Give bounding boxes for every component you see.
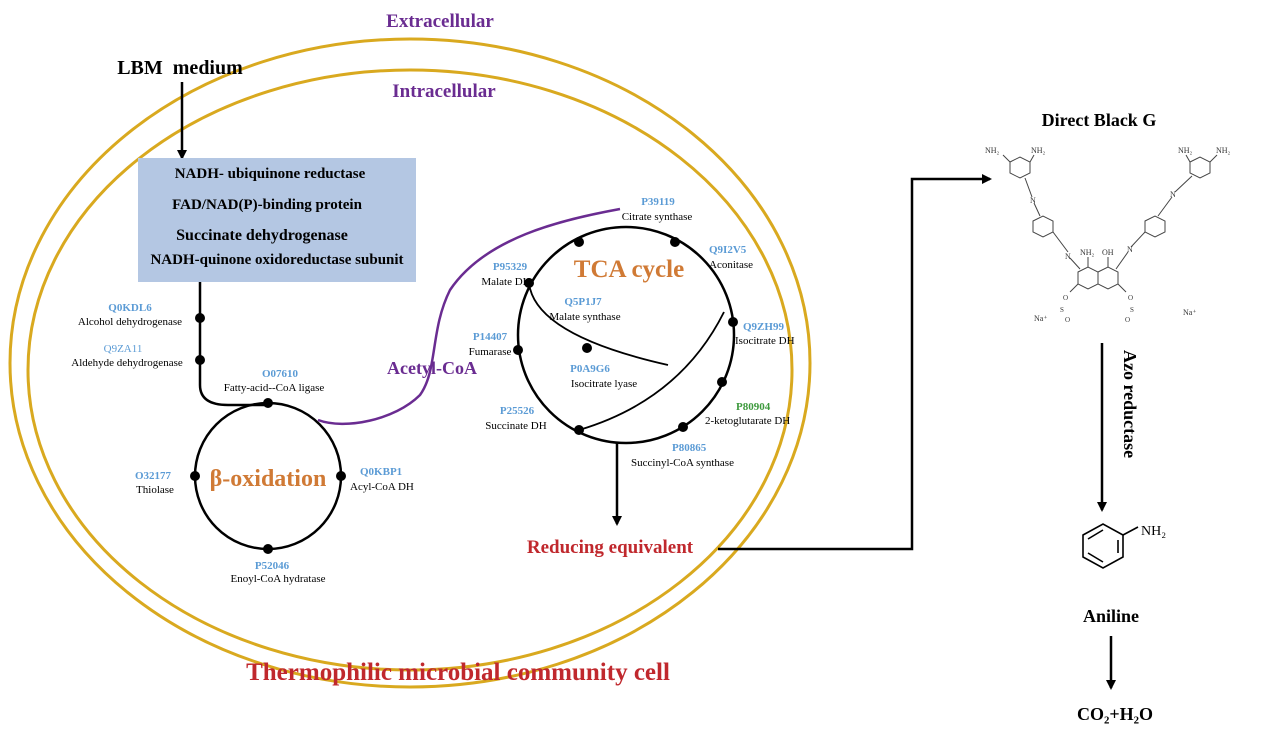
p0a9g6-name: Isocitrate lyase [571, 378, 637, 390]
q9zh99-name: Isocitrate DH [735, 335, 795, 347]
branch-node-q9za11 [195, 355, 205, 365]
dye-n-1: N [1030, 196, 1036, 205]
svg-text:O: O [1065, 316, 1070, 324]
svg-text:S: S [1130, 306, 1134, 314]
direct-black-g-title: Direct Black G [1042, 110, 1157, 130]
complex-line-3: Succinate dehydrogenase [176, 227, 348, 244]
acetyl-coa-path [317, 207, 621, 426]
q0kbp1-name: Acyl-CoA DH [350, 481, 414, 493]
outer-membrane [8, 37, 812, 689]
complex-line-4: NADH-quinone oxidoreductase subunit [150, 252, 403, 268]
svg-text:O: O [1125, 316, 1130, 324]
q0kdl6-id: Q0KDL6 [108, 302, 152, 314]
p52046-name: Enoyl-CoA hydratase [230, 573, 325, 585]
glyoxylate-shunt-lower [578, 311, 725, 431]
beta-node-o32177 [190, 471, 200, 481]
dye-oh: OH [1102, 248, 1114, 257]
lbm-medium-label: LBM medium [117, 57, 243, 79]
tca-node-p80904 [717, 377, 727, 387]
svg-text:O: O [1128, 294, 1133, 302]
direct-black-g-structure [1002, 154, 1218, 293]
dye-nh2-4: NH₂ [1216, 146, 1231, 155]
q9za11-name: Aldehyde dehydrogenase [71, 357, 183, 369]
inner-membrane [26, 68, 794, 672]
dye-na-left: Na⁺ [1034, 314, 1048, 323]
p80865-id: P80865 [672, 442, 707, 454]
q9i2v5-id: Q9I2V5 [709, 244, 747, 256]
tca-node-p39119 [574, 237, 584, 247]
p80904-id: P80904 [736, 401, 771, 413]
p52046-id: P52046 [255, 560, 290, 572]
svg-text:O: O [1063, 294, 1068, 302]
dye-na-right: Na⁺ [1183, 308, 1197, 317]
reducing-equivalent-label: Reducing equivalent [527, 537, 694, 558]
dye-nh2-3: NH₂ [1178, 146, 1193, 155]
tca-cycle [516, 225, 736, 445]
beta-node-p52046 [263, 544, 273, 554]
q0kbp1-id: Q0KBP1 [360, 466, 402, 478]
q5p1j7-id: Q5P1J7 [564, 296, 602, 308]
p25526-id: P25526 [500, 405, 535, 417]
branch-node-q0kdl6 [195, 313, 205, 323]
o07610-id: O07610 [262, 368, 299, 380]
svg-text:S: S [1060, 306, 1064, 314]
glyoxylate-node [582, 343, 592, 353]
aniline-nh2: NH₂ [1141, 524, 1166, 539]
p80865-name: Succinyl-CoA synthase [631, 457, 734, 469]
q0kdl6-name: Alcohol dehydrogenase [78, 316, 182, 328]
acetyl-coa-label: Acetyl-CoA [387, 358, 477, 378]
tca-cycle-title: TCA cycle [574, 256, 684, 283]
cell-label: Thermophilic microbial community cell [246, 659, 670, 686]
complex-line-1: NADH- ubiquinone reductase [175, 166, 366, 182]
dye-n-4: N [1170, 190, 1176, 199]
q5p1j7-name: Malate synthase [549, 311, 620, 323]
azo-reductase-label: Azo reductase [1120, 350, 1140, 458]
dye-nh2-5: NH₂ [1080, 248, 1095, 257]
o32177-id: O32177 [135, 470, 172, 482]
tca-node-q9i2v5 [670, 237, 680, 247]
extracellular-label: Extracellular [386, 11, 494, 32]
branch-line [198, 282, 268, 407]
dye-nh2-1: NH₂ [985, 146, 1000, 155]
p0a9g6-id: P0A9G6 [570, 363, 610, 375]
p80904-name: 2-ketoglutarate DH [705, 415, 790, 427]
complex-line-2: FAD/NAD(P)-binding protein [172, 197, 363, 213]
aniline-label: Aniline [1083, 606, 1139, 626]
p14407-id: P14407 [473, 331, 508, 343]
glyoxylate-shunt-upper [528, 282, 669, 366]
p39119-id: P39119 [641, 196, 675, 208]
p25526-name: Succinate DH [485, 420, 546, 432]
p95329-id: P95329 [493, 261, 528, 273]
p95329-name: Malate DH [481, 276, 530, 288]
beta-node-q0kbp1 [336, 471, 346, 481]
aniline-structure [1082, 523, 1139, 569]
o07610-name: Fatty-acid--CoA ligase [224, 382, 325, 394]
o32177-name: Thiolase [136, 484, 174, 496]
beta-oxidation-title: β-oxidation [210, 466, 327, 492]
final-products-label: CO₂+H₂O [1077, 704, 1153, 724]
tca-node-p80865 [678, 422, 688, 432]
p14407-name: Fumarase [469, 346, 512, 358]
reducing-to-dye-arrow [718, 174, 992, 551]
beta-node-o07610 [263, 398, 273, 408]
p39119-name: Citrate synthase [622, 211, 693, 223]
tca-node-p14407 [513, 345, 523, 355]
q9zh99-id: Q9ZH99 [743, 321, 784, 333]
sulfonate-groups: O S O O S O [1060, 294, 1134, 324]
dye-n-2: N [1065, 252, 1071, 261]
q9i2v5-name: Aconitase [709, 259, 753, 271]
intracellular-label: Intracellular [392, 81, 496, 102]
respiratory-complex-box [138, 158, 416, 282]
dye-n-3: N [1127, 245, 1133, 254]
tca-node-q9zh99 [728, 317, 738, 327]
q9za11-id: Q9ZA11 [104, 343, 143, 355]
dye-nh2-2: NH₂ [1031, 146, 1046, 155]
